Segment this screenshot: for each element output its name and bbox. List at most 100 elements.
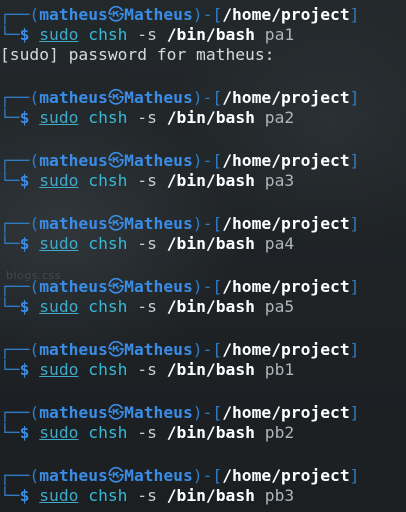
prompt-skull-icon: ㉿ <box>107 5 125 24</box>
command-shell-path: /bin/bash <box>166 297 255 316</box>
prompt-user: matheus <box>39 403 108 422</box>
prompt-user: matheus <box>39 340 108 359</box>
command-line: └─$ sudo chsh -s /bin/bash pa4 <box>0 234 406 254</box>
prompt-frame-close: ] <box>349 151 360 170</box>
prompt-frame-close: ] <box>349 214 360 233</box>
prompt-skull-icon: ㉿ <box>107 151 125 170</box>
prompt-frame-open: ┌──( <box>0 466 40 485</box>
prompt-corner: └─ <box>0 108 20 127</box>
prompt-user: matheus <box>39 151 108 170</box>
command-block: ┌──(matheus㉿Matheus)-[/home/project]└─$ … <box>0 151 406 191</box>
command-argument: pa3 <box>264 171 295 190</box>
prompt-frame-close: ] <box>349 403 360 422</box>
prompt-line: ┌──(matheus㉿Matheus)-[/home/project] <box>0 151 406 171</box>
command-sudo: sudo <box>39 234 79 253</box>
line-gap <box>0 65 406 88</box>
command-block: ┌──(matheus㉿Matheus)-[/home/project]└─$ … <box>0 277 406 317</box>
prompt-dollar: $ <box>19 25 30 44</box>
command-argument: pa4 <box>264 234 295 253</box>
prompt-path: /home/project <box>222 277 350 296</box>
prompt-frame-mid: )-[ <box>192 340 223 359</box>
prompt-user: matheus <box>39 88 108 107</box>
prompt-frame-open: ┌──( <box>0 88 40 107</box>
prompt-host: Matheus <box>124 151 193 170</box>
prompt-skull-icon: ㉿ <box>107 403 125 422</box>
command-chsh: chsh <box>88 486 128 505</box>
prompt-skull-icon: ㉿ <box>107 88 125 107</box>
command-output: [sudo] password for matheus: <box>0 45 275 64</box>
command-shell-path: /bin/bash <box>166 234 255 253</box>
command-chsh: chsh <box>88 234 128 253</box>
line-gap <box>0 443 406 466</box>
prompt-line: ┌──(matheus㉿Matheus)-[/home/project] <box>0 403 406 423</box>
prompt-host: Matheus <box>124 214 193 233</box>
prompt-host: Matheus <box>124 88 193 107</box>
command-argument: pa2 <box>264 108 295 127</box>
prompt-frame-mid: )-[ <box>192 466 223 485</box>
command-block: ┌──(matheus㉿Matheus)-[/home/project]└─$ … <box>0 5 406 65</box>
command-line: └─$ sudo chsh -s /bin/bash pa5 <box>0 297 406 317</box>
prompt-dollar: $ <box>19 486 30 505</box>
command-shell-path: /bin/bash <box>166 171 255 190</box>
prompt-frame-mid: )-[ <box>192 403 223 422</box>
prompt-frame-open: ┌──( <box>0 403 40 422</box>
prompt-corner: └─ <box>0 360 20 379</box>
prompt-frame-mid: )-[ <box>192 214 223 233</box>
prompt-user: matheus <box>39 277 108 296</box>
command-chsh: chsh <box>88 423 128 442</box>
command-sudo: sudo <box>39 108 79 127</box>
line-gap <box>0 191 406 214</box>
prompt-host: Matheus <box>124 466 193 485</box>
prompt-path: /home/project <box>222 88 350 107</box>
command-sudo: sudo <box>39 423 79 442</box>
command-sudo: sudo <box>39 486 79 505</box>
prompt-user: matheus <box>39 214 108 233</box>
prompt-corner: └─ <box>0 171 20 190</box>
prompt-dollar: $ <box>19 297 30 316</box>
prompt-frame-open: ┌──( <box>0 340 40 359</box>
command-argument: pb2 <box>264 423 295 442</box>
prompt-path: /home/project <box>222 403 350 422</box>
command-flag: -s <box>137 486 157 505</box>
prompt-frame-open: ┌──( <box>0 214 40 233</box>
command-argument: pb1 <box>264 360 295 379</box>
prompt-frame-mid: )-[ <box>192 277 223 296</box>
prompt-frame-close: ] <box>349 88 360 107</box>
command-line: └─$ sudo chsh -s /bin/bash pb2 <box>0 423 406 443</box>
terminal-output[interactable]: ┌──(matheus㉿Matheus)-[/home/project]└─$ … <box>0 5 406 506</box>
command-chsh: chsh <box>88 297 128 316</box>
command-chsh: chsh <box>88 108 128 127</box>
command-flag: -s <box>137 423 157 442</box>
command-flag: -s <box>137 171 157 190</box>
prompt-host: Matheus <box>124 340 193 359</box>
prompt-skull-icon: ㉿ <box>107 340 125 359</box>
command-flag: -s <box>137 360 157 379</box>
prompt-frame-mid: )-[ <box>192 5 223 24</box>
prompt-host: Matheus <box>124 277 193 296</box>
command-block: ┌──(matheus㉿Matheus)-[/home/project]└─$ … <box>0 88 406 128</box>
prompt-line: ┌──(matheus㉿Matheus)-[/home/project] <box>0 88 406 108</box>
prompt-skull-icon: ㉿ <box>107 214 125 233</box>
command-block: ┌──(matheus㉿Matheus)-[/home/project]└─$ … <box>0 214 406 254</box>
command-chsh: chsh <box>88 360 128 379</box>
command-shell-path: /bin/bash <box>166 25 255 44</box>
prompt-frame-open: ┌──( <box>0 151 40 170</box>
prompt-frame-open: ┌──( <box>0 277 40 296</box>
prompt-frame-close: ] <box>349 5 360 24</box>
prompt-dollar: $ <box>19 234 30 253</box>
prompt-dollar: $ <box>19 171 30 190</box>
command-line: └─$ sudo chsh -s /bin/bash pa3 <box>0 171 406 191</box>
prompt-corner: └─ <box>0 423 20 442</box>
prompt-host: Matheus <box>124 403 193 422</box>
command-flag: -s <box>137 297 157 316</box>
prompt-line: ┌──(matheus㉿Matheus)-[/home/project] <box>0 277 406 297</box>
prompt-frame-mid: )-[ <box>192 88 223 107</box>
prompt-path: /home/project <box>222 151 350 170</box>
command-chsh: chsh <box>88 171 128 190</box>
command-sudo: sudo <box>39 297 79 316</box>
prompt-dollar: $ <box>19 360 30 379</box>
command-argument: pb3 <box>264 486 295 505</box>
command-line: └─$ sudo chsh -s /bin/bash pa1 <box>0 25 406 45</box>
line-gap <box>0 317 406 340</box>
prompt-frame-close: ] <box>349 466 360 485</box>
